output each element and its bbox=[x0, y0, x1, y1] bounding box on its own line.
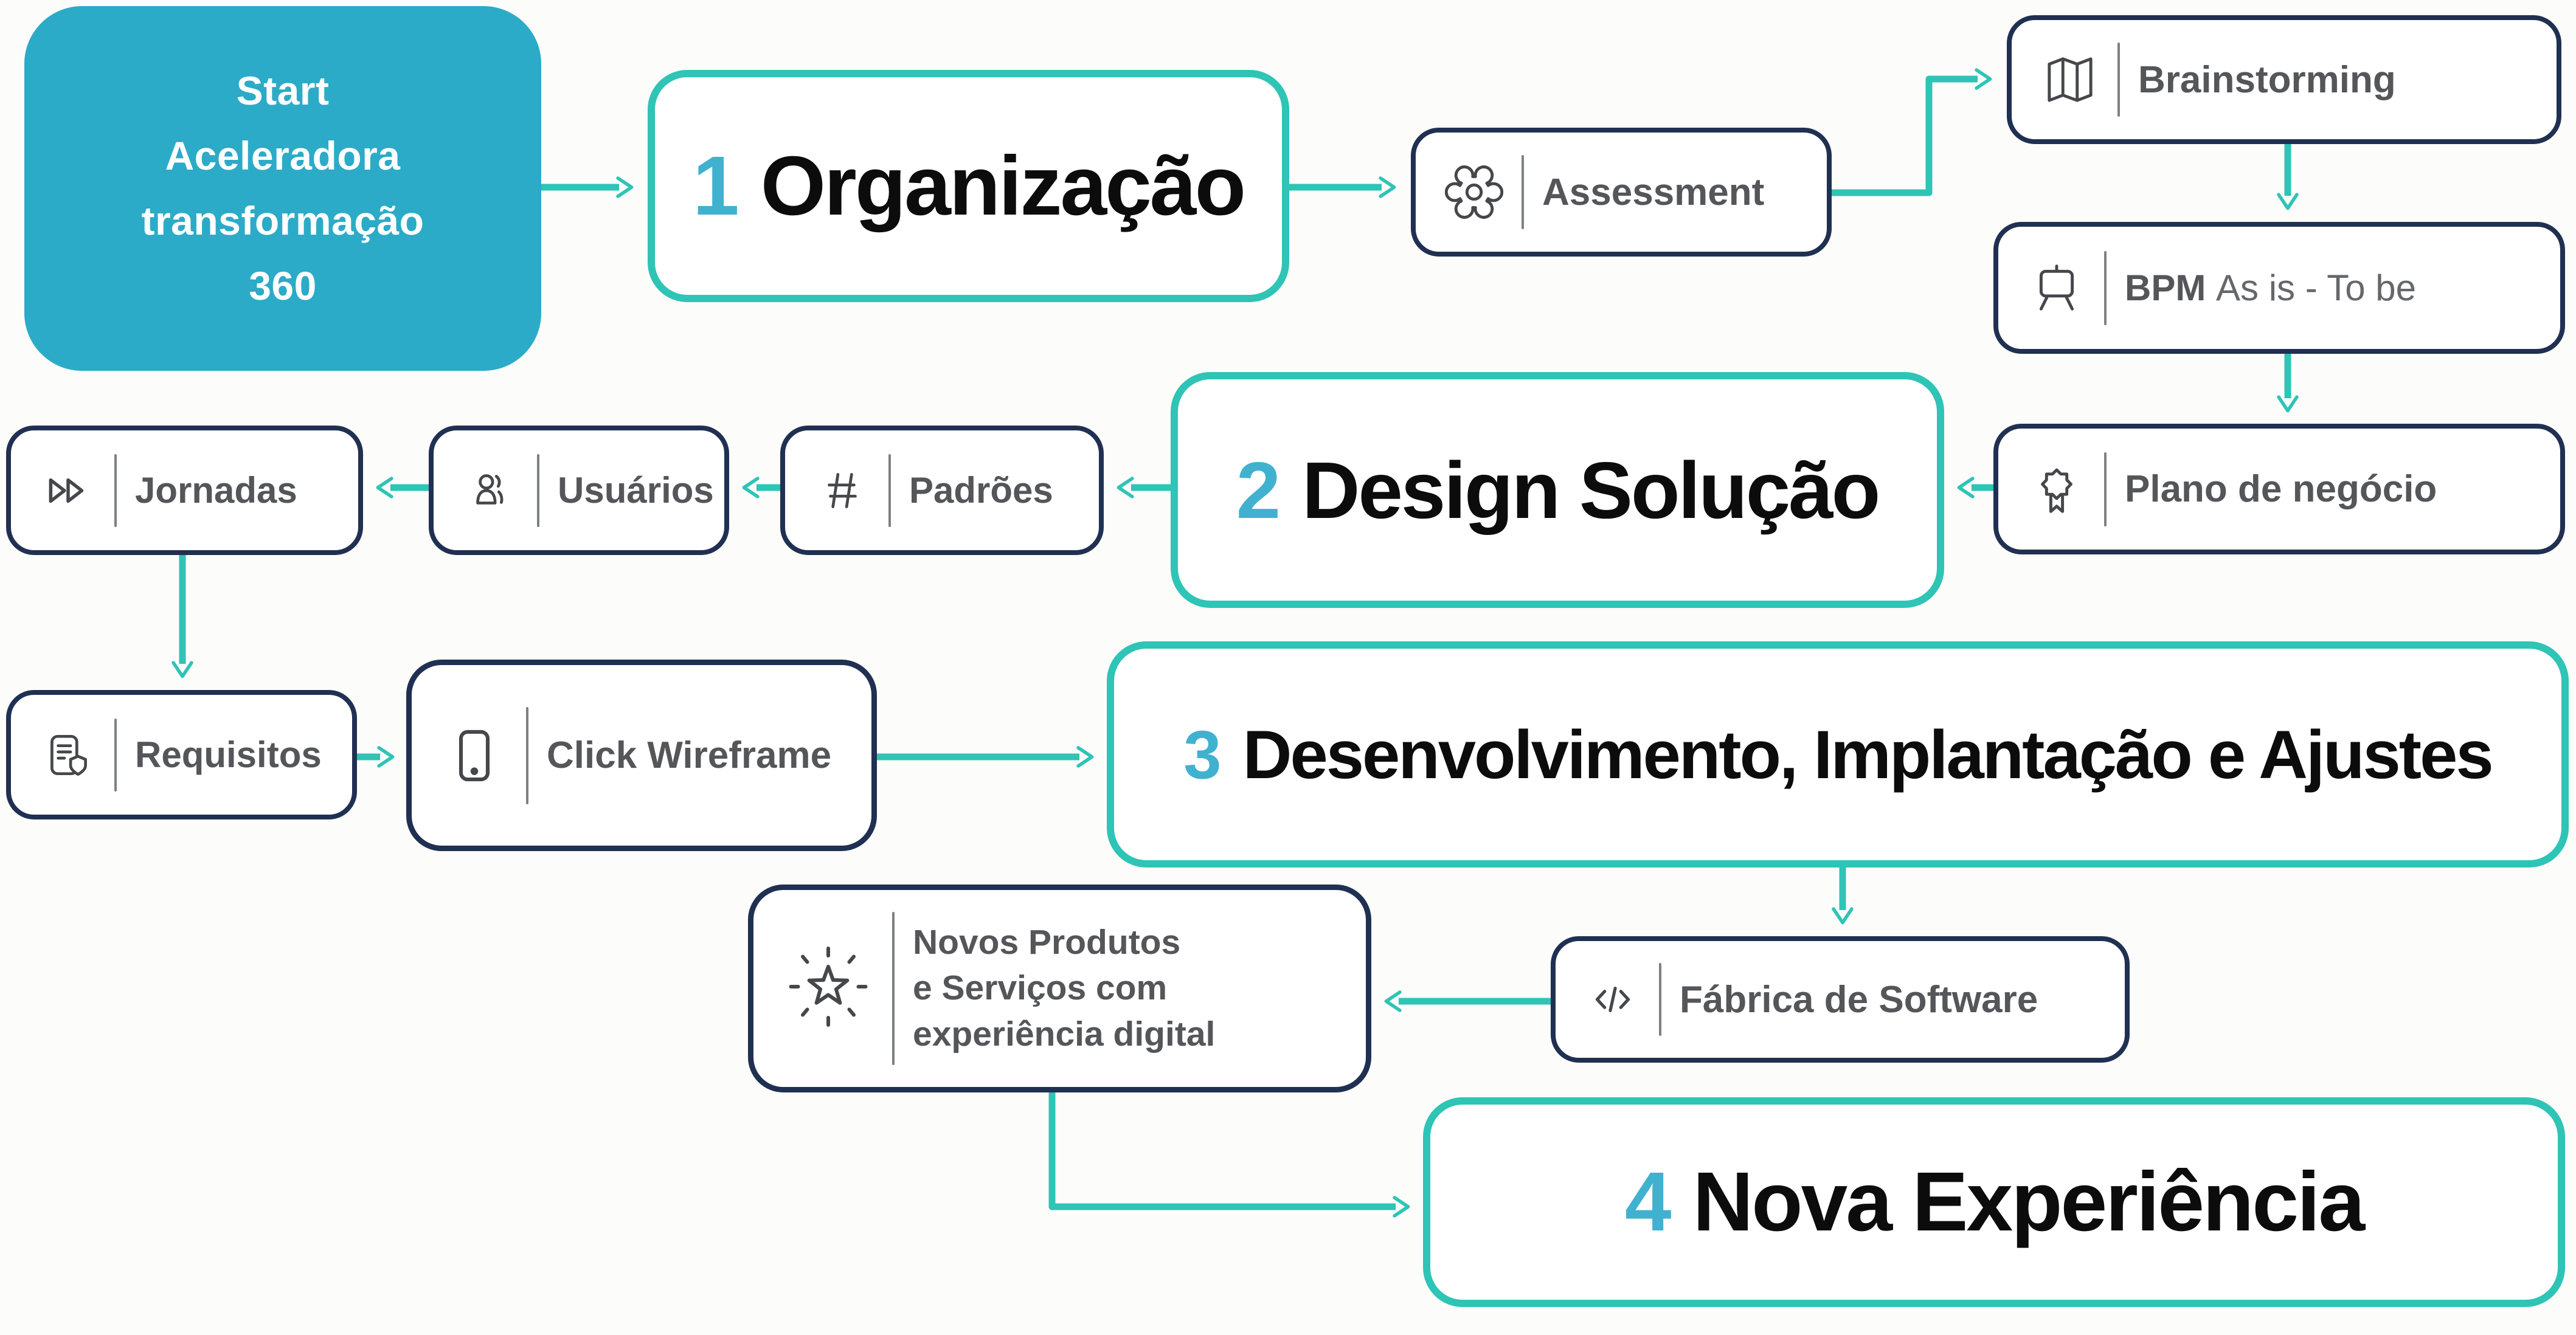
node-padroes: Padrões bbox=[780, 426, 1104, 555]
node-label: Assessment bbox=[1542, 171, 1765, 213]
fast-forward-icon bbox=[40, 463, 96, 519]
stage-title: Design Solução bbox=[1302, 445, 1880, 535]
stage-4-nova-experiencia: 4 Nova Experiência bbox=[1423, 1097, 2565, 1307]
start-line: 360 bbox=[249, 263, 317, 308]
node-label-line: experiência digital bbox=[913, 1014, 1216, 1054]
node-label: Padrões bbox=[909, 470, 1053, 511]
node-plano-de-negocio: Plano de negócio bbox=[1993, 424, 2565, 554]
code-icon bbox=[1585, 971, 1641, 1027]
stage-number: 2 bbox=[1236, 445, 1281, 535]
start-node: Start Aceleradora transformação 360 bbox=[24, 6, 541, 371]
node-requisitos: Requisitos bbox=[6, 690, 357, 819]
stage-number: 4 bbox=[1624, 1155, 1672, 1249]
divider bbox=[1659, 963, 1661, 1036]
folded-map-icon bbox=[2041, 50, 2099, 109]
node-label: Click Wireframe bbox=[547, 734, 832, 776]
node-label: Usuários bbox=[558, 470, 714, 511]
node-brainstorming: Brainstorming bbox=[2007, 15, 2561, 144]
easel-icon bbox=[2027, 259, 2086, 317]
node-bpm: BPM As is - To be bbox=[1993, 222, 2565, 354]
node-label: Requisitos bbox=[135, 734, 322, 775]
arrow-novos-to-stage4 bbox=[1048, 1092, 1410, 1218]
stage-title: Desenvolvimento, Implantação e Ajustes bbox=[1242, 716, 2494, 793]
divider bbox=[2104, 452, 2107, 526]
divider bbox=[2117, 43, 2120, 117]
start-line: transformação bbox=[141, 198, 424, 243]
divider bbox=[888, 454, 891, 527]
users-icon bbox=[463, 463, 519, 519]
start-line: Aceleradora bbox=[165, 133, 401, 179]
node-usuarios: Usuários bbox=[429, 426, 729, 555]
stage-number: 1 bbox=[692, 139, 739, 233]
phone-icon bbox=[441, 722, 508, 789]
node-novos-produtos: Novos Produtos e Serviços com experiênci… bbox=[748, 885, 1371, 1092]
arrow-assessment-to-brainstorming bbox=[1832, 68, 1992, 196]
stage-number: 3 bbox=[1183, 716, 1221, 793]
node-label: Fábrica de Software bbox=[1680, 978, 2038, 1021]
node-label-bold: BPM bbox=[2125, 267, 2206, 308]
divider bbox=[114, 454, 117, 527]
node-fabrica-de-software: Fábrica de Software bbox=[1551, 936, 2130, 1063]
start-line: Start bbox=[236, 68, 330, 114]
node-assessment: Assessment bbox=[1411, 128, 1832, 257]
stage-2-design-solucao: 2 Design Solução bbox=[1171, 372, 1944, 608]
gear-icon bbox=[1445, 163, 1503, 221]
divider bbox=[114, 718, 117, 792]
sparkle-star-icon bbox=[783, 943, 874, 1034]
node-label: Novos Produtos e Serviços com experiênci… bbox=[913, 920, 1215, 1057]
divider bbox=[1522, 155, 1524, 229]
node-label: Plano de negócio bbox=[2125, 468, 2437, 510]
stage-title: Nova Experiência bbox=[1692, 1155, 2366, 1249]
requirements-doc-icon bbox=[40, 727, 96, 783]
node-jornadas: Jornadas bbox=[6, 426, 363, 555]
award-ribbon-icon bbox=[2027, 460, 2086, 519]
divider bbox=[526, 706, 528, 804]
node-label-regular: As is - To be bbox=[2216, 267, 2417, 308]
stage-1-organizacao: 1 Organização bbox=[648, 70, 1289, 302]
node-click-wireframe: Click Wireframe bbox=[406, 660, 877, 851]
divider bbox=[2104, 250, 2107, 325]
node-label: Brainstorming bbox=[2138, 58, 2396, 101]
divider bbox=[892, 912, 895, 1065]
node-label-line: e Serviços com bbox=[913, 968, 1168, 1008]
stage-title: Organização bbox=[760, 139, 1246, 233]
stage-3-desenvolvimento: 3 Desenvolvimento, Implantação e Ajustes bbox=[1107, 641, 2569, 868]
divider bbox=[537, 454, 539, 527]
node-label-line: Novos Produtos bbox=[913, 923, 1181, 962]
node-label: Jornadas bbox=[135, 470, 297, 511]
node-label: BPM As is - To be bbox=[2125, 267, 2416, 309]
hash-icon bbox=[814, 463, 870, 519]
